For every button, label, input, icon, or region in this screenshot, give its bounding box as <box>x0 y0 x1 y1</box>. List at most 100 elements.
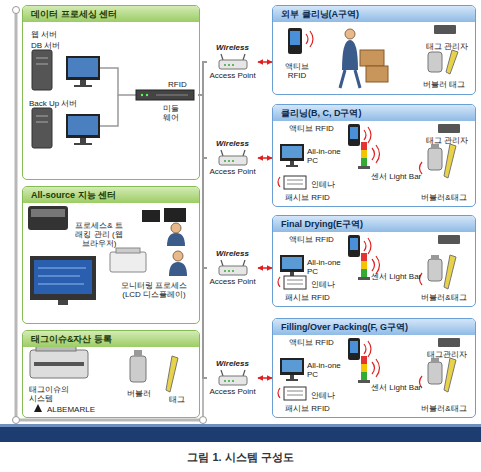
footer-band <box>0 427 481 442</box>
device-label: 액티브 RFID <box>277 62 317 80</box>
ap-label: Wireless <box>207 139 258 148</box>
ap-label: Wireless <box>207 43 258 52</box>
router-icon <box>219 150 247 165</box>
device-label: 태그이슈의 시스템 <box>29 385 75 403</box>
panel-heading: 클리닝(B, C, D구역) <box>273 105 475 121</box>
wireless-link <box>258 267 272 269</box>
zone-equipment <box>280 235 460 289</box>
ap-label: Access Point <box>207 387 258 396</box>
intelligence-icons <box>30 256 96 300</box>
zone-equipment <box>280 338 460 392</box>
tag-issue-icons <box>34 404 42 412</box>
device-label: 태그 관리자 <box>419 136 475 145</box>
access-point: WirelessAccess Point <box>207 42 258 82</box>
intelligence-icons <box>38 284 84 285</box>
zone-panel: 외부 클리닝(A구역)액티브 RFID태그 관리자버블러 태그 <box>272 5 476 95</box>
intelligence-icons <box>34 260 92 294</box>
panel-heading: 태그이슈&자산 등록 <box>23 331 199 347</box>
zone-a-icons <box>428 52 442 72</box>
ap-label: Wireless <box>207 249 258 258</box>
intelligence-icons <box>31 209 65 217</box>
intelligence-icons <box>110 252 146 272</box>
zone-a-icons <box>342 40 358 70</box>
device-label: 버블러&태그 <box>413 404 475 413</box>
network-link <box>198 95 207 378</box>
intelligence-icons <box>38 276 80 277</box>
bus-end <box>13 417 20 424</box>
server-icons <box>146 94 148 96</box>
network-link <box>198 62 207 95</box>
intelligence-icons <box>167 233 185 246</box>
zone-a-icons <box>355 70 360 88</box>
panel-heading: 데이터 프로세싱 센터 <box>23 6 199 22</box>
tag-issue-icons <box>34 362 84 366</box>
device-label: 웹 서버 <box>31 30 91 39</box>
device-label: 패시브 RFID <box>285 193 345 202</box>
zone-a-icons <box>434 25 456 34</box>
router-icon <box>219 260 247 275</box>
server-icons <box>141 94 143 96</box>
server-icons <box>136 90 194 100</box>
router-icon <box>219 370 247 385</box>
bus-line <box>15 10 18 420</box>
bus-end <box>13 7 20 14</box>
connector-group <box>198 62 272 378</box>
device-label: 버블러&태그 <box>413 193 475 202</box>
zone-a-icons <box>288 28 302 54</box>
intelligence-icons <box>28 206 68 230</box>
device-label: Back Up 서버 <box>29 99 99 108</box>
tag-issue-icons <box>134 350 142 356</box>
bus-line <box>202 62 204 420</box>
device-label: 패시브 RFID <box>285 404 345 413</box>
zone-a-icons <box>366 66 388 82</box>
zone-equipment <box>280 124 460 178</box>
intelligence-icons <box>38 268 86 269</box>
device-label: 센서 Light Bar <box>371 272 435 281</box>
center-panel: 데이터 프로세싱 센터웹 서버 DB 서버 Back Up 서버 RFID미들 웨어 <box>22 5 200 180</box>
ap-label: Access Point <box>207 71 258 80</box>
device-label: DB 서버 <box>31 41 91 50</box>
server-icons <box>32 108 52 148</box>
device-label: ALBEMARLE <box>47 405 123 414</box>
footer-band <box>0 424 481 427</box>
zone-a-icons <box>360 50 384 66</box>
device-label: 모니터링 프로세스 (LCD 디스플레이) <box>113 281 195 299</box>
server-icons <box>68 58 98 77</box>
intelligence-icons <box>173 251 183 261</box>
router-icon <box>219 54 247 69</box>
device-label: 액티브 RFID <box>289 124 345 133</box>
figure-caption: 그림 1. 시스템 구성도 <box>0 450 481 465</box>
server-icons <box>36 122 48 123</box>
device-label: All-in-one PC <box>307 361 347 379</box>
access-point: WirelessAccess Point <box>207 358 258 398</box>
antenna-equipment <box>278 176 306 189</box>
wireless-link <box>258 61 272 63</box>
intelligence-icons <box>171 223 181 233</box>
device-label: 태그관리자 <box>419 350 475 359</box>
server-icons <box>74 143 92 145</box>
antenna-equipment <box>278 276 306 289</box>
server-icons <box>36 116 48 117</box>
server-icons <box>68 116 98 135</box>
server-icons <box>36 64 48 65</box>
zone-a-icons <box>290 31 300 45</box>
rfid-middleware: RFID미들 웨어 <box>134 78 198 130</box>
tag-issue-icons <box>130 356 146 382</box>
tag-issue-icons <box>30 344 178 412</box>
zone-panel: 클리닝(B, C, D구역)액티브 RFID태그 관리자All-in-one P… <box>272 104 476 207</box>
server-icons <box>80 80 86 85</box>
zone-a-icons <box>340 70 345 88</box>
server-icons <box>100 95 118 126</box>
device-label: 버블러&태그 <box>413 293 475 302</box>
server-icons <box>100 68 136 95</box>
wireless-link <box>258 377 272 379</box>
device-label: 버블러 <box>121 389 157 398</box>
device-label: 인테나 <box>311 280 341 289</box>
device-label: 액티브 RFID <box>289 338 345 347</box>
center-panel: All-source 지능 센터프로세스& 트래킹 관리 (웹 브라우저)모니터… <box>22 186 200 324</box>
device-label: 버블러 태그 <box>413 80 475 89</box>
device-label: 패시브 RFID <box>285 293 345 302</box>
